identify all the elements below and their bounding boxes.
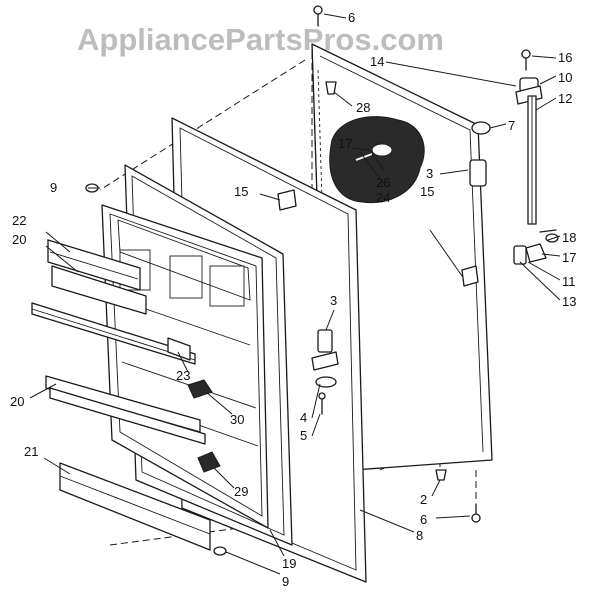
callout-label: 24 [376,190,390,205]
callout-label: 19 [282,556,296,571]
callout-label: 29 [234,484,248,499]
callout-label: 9 [50,180,57,195]
callout-label: 18 [562,230,576,245]
callout-label: 22 [12,213,26,228]
callout-label: 3 [330,293,337,308]
callout-label: 6 [348,10,355,25]
callout-label: 11 [562,274,576,289]
callout-label: 16 [558,50,572,65]
callout-label: 13 [562,294,576,309]
callout-label: 10 [558,70,572,85]
callout-labels: 6 16 14 10 12 28 7 17 26 24 9 15 3 15 22… [10,10,576,589]
callout-label: 14 [370,54,384,69]
hinge-parts-center [311,329,339,415]
callout-label: 23 [176,368,190,383]
callout-label: 15 [234,184,248,199]
inset-detail [329,116,425,204]
callout-label: 20 [12,232,26,247]
callout-label: 6 [420,512,427,527]
callout-label: 9 [282,574,289,589]
fasteners [85,5,481,556]
lower-hinge-parts [513,229,559,265]
top-hinge-assembly [471,49,543,225]
callout-label: 30 [230,412,244,427]
callout-label: 8 [416,528,423,543]
callout-label: 26 [376,175,390,190]
callout-label: 21 [24,444,38,459]
callout-label: 20 [10,394,24,409]
callout-label: 2 [420,492,427,507]
callout-label: 12 [558,91,572,106]
watermark-text: AppliancePartsPros.com [77,22,444,57]
door-shelf-bars [31,239,211,551]
callout-label: 28 [356,100,370,115]
callout-label: 5 [300,428,307,443]
callout-label: 3 [426,166,433,181]
callout-label: 17 [338,136,352,151]
callout-label: 17 [562,250,576,265]
leader-lines [29,13,561,575]
inner-door-liner [101,164,293,546]
callout-label: 4 [300,410,307,425]
panel-brackets [277,159,487,287]
callout-label: 7 [508,118,515,133]
shelf-retainers [167,337,221,473]
callout-label: 15 [420,184,434,199]
